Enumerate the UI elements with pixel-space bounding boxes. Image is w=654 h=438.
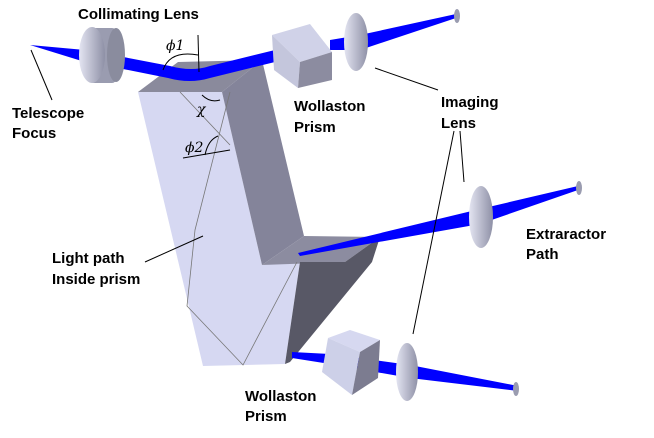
label-imaging-lens-1: Imaging — [441, 94, 499, 111]
detector-middle — [576, 181, 582, 195]
label-extractor-path-2: Path — [526, 246, 559, 263]
label-light-path-2: Inside prism — [52, 271, 140, 288]
beam-input — [30, 45, 85, 62]
detector-bottom — [513, 382, 519, 396]
label-collimating-lens: Collimating Lens — [78, 6, 199, 23]
detector-top — [454, 9, 460, 23]
label-wollaston-bottom-1: Wollaston — [245, 388, 316, 405]
label-wollaston-bottom-2: Prism — [245, 408, 287, 425]
main-prism — [138, 60, 380, 366]
label-wollaston-top-2: Prism — [294, 119, 336, 136]
beam-collimated — [118, 50, 275, 81]
wollaston-prism-top — [272, 24, 332, 88]
imaging-lens-bottom — [396, 343, 418, 401]
imaging-lens-middle — [469, 186, 493, 248]
label-wollaston-top-1: Wollaston — [294, 98, 365, 115]
label-imaging-lens-2: Lens — [441, 115, 476, 132]
angle-annotations — [162, 34, 231, 159]
imaging-lens-top — [344, 13, 368, 71]
wollaston-prism-bottom — [322, 330, 380, 395]
prism-dark-side — [285, 237, 380, 364]
collimating-lens — [79, 27, 125, 83]
leader-lines — [30, 49, 465, 335]
prism-inner-bar — [222, 60, 304, 265]
label-telescope-focus-2: Focus — [12, 125, 56, 142]
internal-light-path-upper — [179, 91, 231, 146]
prism-front-face — [138, 92, 300, 366]
label-chi: χ — [196, 102, 207, 118]
label-phi1: ϕ1 — [166, 38, 184, 54]
label-light-path-1: Light path — [52, 250, 124, 267]
label-phi2: ϕ2 — [185, 140, 204, 156]
label-telescope-focus-1: Telescope — [12, 105, 84, 122]
beam-middle — [298, 186, 578, 256]
label-extractor-path-1: Extraractor — [526, 226, 606, 243]
internal-light-path — [186, 91, 298, 366]
